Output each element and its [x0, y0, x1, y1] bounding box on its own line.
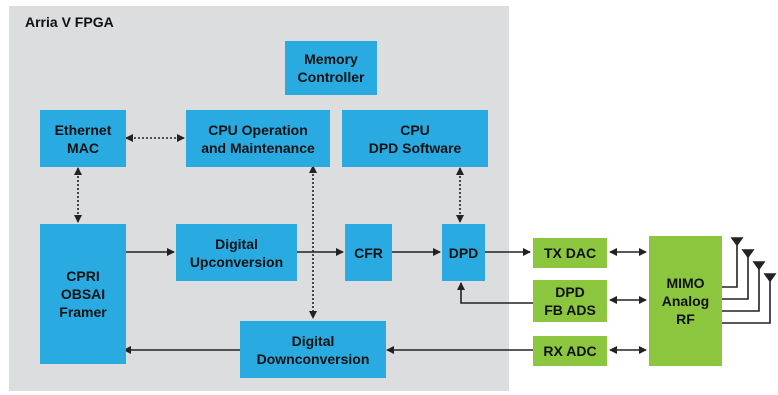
cfr-label: CFR — [354, 244, 383, 261]
mimo-analog-rf-label: MIMO Analog RF — [661, 275, 710, 327]
dpd-label: DPD — [448, 244, 479, 261]
cpu-dpd-software-label: CPU DPD Software — [368, 121, 462, 156]
tx-dac-block: TX DAC — [533, 238, 607, 268]
cfr-block: CFR — [345, 224, 392, 281]
memory-controller-label: Memory Controller — [297, 51, 365, 85]
cpu-dpd-software-block: CPU DPD Software — [342, 110, 488, 167]
antenna-icon-4 — [722, 273, 777, 324]
antenna-icon-2 — [722, 249, 755, 300]
cpu-operation-label: CPU Operation and Maintenance — [201, 121, 315, 156]
mimo-analog-rf-block: MIMO Analog RF — [649, 236, 722, 366]
digital-downconversion-label: Digital Downconversion — [256, 332, 370, 367]
tx-dac-label: TX DAC — [543, 245, 597, 261]
rx-adc-block: RX ADC — [533, 336, 607, 366]
rx-adc-label: RX ADC — [543, 343, 597, 359]
ethernet-mac-block: Ethernet MAC — [40, 110, 126, 167]
digital-upconversion-label: Digital Upconversion — [189, 235, 284, 270]
dpd-fb-ads-block: DPD FB ADS — [533, 280, 607, 322]
memory-controller-block: Memory Controller — [285, 41, 377, 95]
cpu-operation-block: CPU Operation and Maintenance — [186, 110, 330, 167]
cpri-framer-label: CPRI OBSAI Framer — [59, 268, 107, 320]
digital-downconversion-block: Digital Downconversion — [240, 321, 386, 378]
digital-upconversion-block: Digital Upconversion — [176, 224, 297, 281]
antenna-icon-1 — [722, 237, 744, 288]
dpd-block: DPD — [442, 224, 485, 281]
path-fbads-dpd — [457, 282, 533, 304]
fpga-title: Arria V FPGA — [25, 14, 114, 30]
dpd-fb-ads-label: DPD FB ADS — [544, 284, 596, 318]
cpri-framer-block: CPRI OBSAI Framer — [40, 224, 126, 364]
ethernet-mac-label: Ethernet MAC — [54, 121, 112, 156]
antenna-icon-3 — [722, 261, 766, 312]
